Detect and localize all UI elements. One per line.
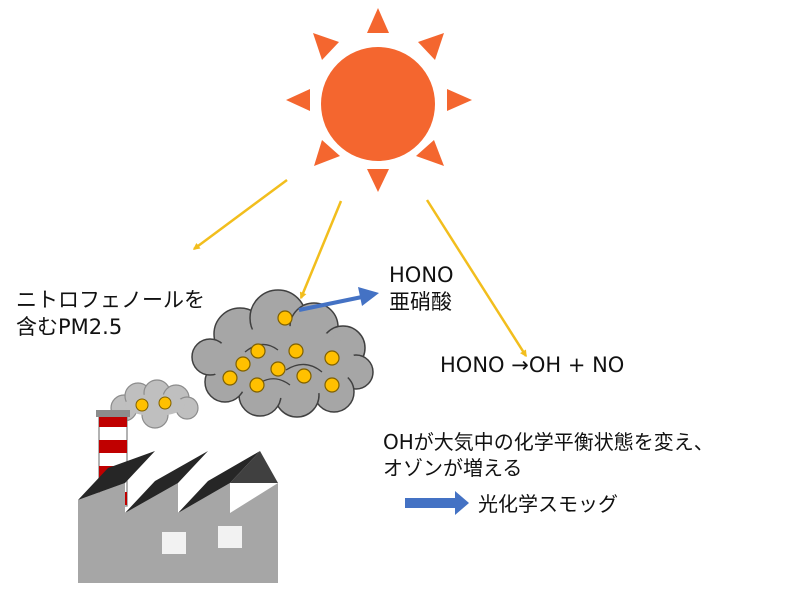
hono-release-arrow: [298, 287, 379, 312]
oh-effect-line1: OHが大気中の化学平衡状態を変え、: [383, 430, 714, 454]
smog-arrow: [405, 491, 469, 515]
pm-particle: [324, 377, 340, 393]
sunlight-arrow-center: [299, 200, 343, 300]
sun-ray-sw: [314, 140, 340, 166]
pm25-cloud: [191, 289, 374, 418]
pm-particle: [324, 350, 340, 366]
factory-window: [162, 532, 186, 554]
pm-particle: [277, 310, 293, 326]
pm-particle: [250, 343, 266, 359]
sun-ray-n: [367, 8, 389, 33]
sun-ray-w: [286, 89, 310, 111]
sunlight-arrow-right: [425, 199, 528, 358]
pm-particle: [222, 370, 238, 386]
nitrous-acid-label: 亜硝酸: [389, 290, 452, 315]
sunlight-arrow-left: [192, 178, 288, 251]
pm-particle: [235, 356, 251, 372]
nitrophenol-pm25-label: ニトロフェノールを 含むPM2.5: [16, 287, 205, 342]
factory-side: [230, 451, 278, 483]
hono-label: HONO 亜硝酸: [389, 262, 454, 317]
sun-ray-se: [416, 140, 444, 166]
reaction-equation: HONO →OH + NO: [440, 353, 625, 377]
sun-ray-s: [367, 169, 389, 192]
pm-particle: [270, 361, 286, 377]
photochemical-smog-label: 光化学スモッグ: [478, 492, 618, 516]
factory-roof: [78, 451, 260, 513]
factory-window: [218, 526, 242, 548]
oh-effect-text: OHが大気中の化学平衡状態を変え、 オゾンが増える: [383, 429, 714, 481]
sun-ray-nw: [313, 33, 339, 60]
pm-particle: [249, 377, 265, 393]
hono-formula: HONO: [389, 263, 454, 287]
factory-icon: [78, 379, 278, 583]
pm-particle: [288, 343, 304, 359]
pm-particle: [296, 368, 312, 384]
sun-ray-ne: [418, 33, 444, 60]
sun-ray-e: [447, 89, 472, 111]
chimney-smoke: [110, 379, 199, 429]
nitrophenol-label-line2: 含むPM2.5: [16, 315, 123, 340]
sun-icon: [286, 8, 472, 192]
oh-effect-line2: オゾンが増える: [383, 456, 523, 480]
nitrophenol-label-line1: ニトロフェノールを: [16, 288, 205, 312]
sun-disc: [321, 47, 435, 161]
